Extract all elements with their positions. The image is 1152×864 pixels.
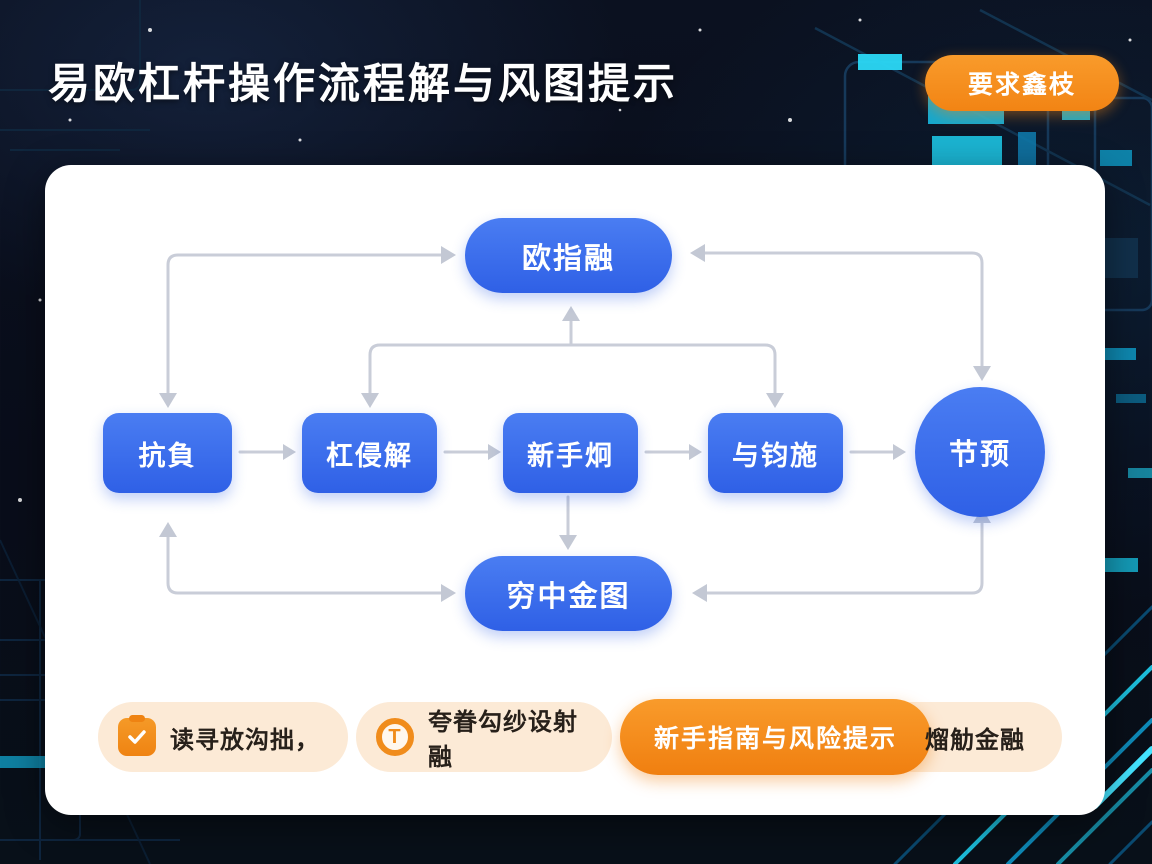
node-row-3: 新手炯 <box>503 413 638 493</box>
coin-t-glyph: T <box>388 725 402 748</box>
node-top: 欧指融 <box>465 218 672 293</box>
node-row-1: 抗負 <box>103 413 232 493</box>
risk-tips-button[interactable]: 新手指南与风险提示 <box>620 699 932 775</box>
node-row-4: 与钧施 <box>708 413 843 493</box>
node-row-2: 杠侵解 <box>302 413 437 493</box>
header-badge-button[interactable]: 要求鑫枝 <box>925 55 1119 111</box>
footer-pill-3-label: 熘觔金融 <box>925 726 1025 754</box>
footer-pill-2-label: 夸眷勾纱设射融 <box>428 709 578 771</box>
footer-pill-2: T 夸眷勾纱设射融 <box>356 702 612 772</box>
footer-pill-1: 读寻放沟拙， <box>98 702 348 772</box>
clipboard-check-icon <box>118 718 156 756</box>
page-title: 易欧杠杆操作流程解与风图提示 <box>48 60 679 107</box>
flowchart-card: 欧指融 抗負 杠侵解 新手炯 与钧施 节预 穷中金图 读寻放沟拙， T 夸眷勾纱… <box>45 165 1105 815</box>
node-bottom: 穷中金图 <box>465 556 672 631</box>
flow-connectors <box>159 244 991 602</box>
footer-pill-1-label: 读寻放沟拙， <box>170 726 320 754</box>
coin-t-icon: T <box>376 718 414 756</box>
node-end-circle: 节预 <box>915 387 1045 517</box>
footer-pill-3: 新手指南与风险提示 熘觔金融 <box>620 699 1062 775</box>
